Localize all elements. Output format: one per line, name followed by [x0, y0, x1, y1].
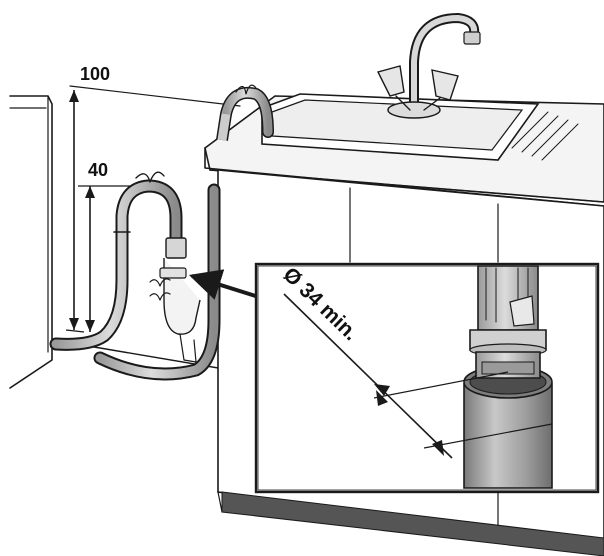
washing-machine	[9, 95, 53, 389]
dimension-40: 40	[78, 160, 130, 332]
drain-hose-standpipe-route	[49, 171, 183, 351]
dimension-100: 100	[65, 64, 110, 333]
drain-hose-floor-route	[93, 183, 221, 381]
siphon-trap	[149, 237, 201, 363]
drain-hose-sink-route	[216, 84, 274, 141]
callout-arrow	[188, 269, 263, 300]
wall-line	[69, 85, 241, 107]
sink-basin	[261, 93, 579, 161]
dimension-100-label: 100	[80, 64, 110, 84]
detail-inset: Ø 34 min.	[254, 262, 600, 494]
faucet-icon	[376, 12, 481, 119]
hose-end	[469, 265, 547, 379]
dimension-40-label: 40	[88, 160, 108, 180]
